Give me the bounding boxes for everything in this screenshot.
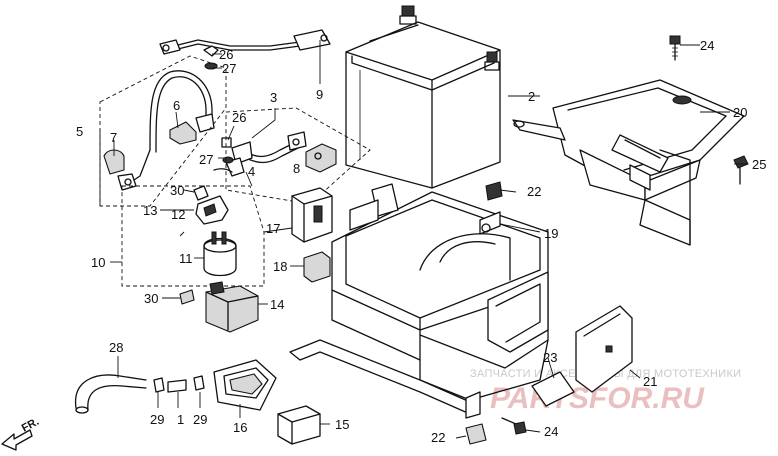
label-27-middle: 27	[199, 152, 213, 167]
label-18: 18	[273, 259, 287, 274]
battery-bracket-16	[213, 359, 277, 411]
battery	[345, 5, 501, 189]
label-11: 11	[179, 251, 193, 266]
label-14: 14	[270, 297, 284, 312]
fuse-cover-15	[277, 405, 321, 445]
label-15: 15	[335, 417, 349, 432]
label-29-left: 29	[150, 412, 164, 427]
group-outline-10	[121, 185, 265, 287]
relay-cover	[205, 281, 259, 333]
label-6: 6	[173, 98, 180, 113]
label-17: 17	[266, 221, 280, 236]
fuse-holder	[303, 251, 331, 283]
label-26-middle: 26	[232, 110, 246, 125]
part-labels: 1 2 3 4 5 6 7 8 9 10 11 12 13 14 15 16 1…	[76, 38, 766, 445]
bolt-26-27	[203, 45, 219, 70]
starter-relay-switch	[193, 185, 237, 277]
front-label: FR.	[20, 416, 41, 435]
starter-cable	[103, 70, 215, 191]
battery-box	[289, 183, 549, 419]
pad-23	[531, 371, 575, 407]
label-30-bottom: 30	[144, 291, 158, 306]
label-23: 23	[543, 350, 557, 365]
label-3: 3	[270, 90, 277, 105]
label-21: 21	[643, 374, 657, 389]
label-22-bottom: 22	[431, 430, 445, 445]
label-12: 12	[171, 207, 185, 222]
label-9: 9	[316, 87, 323, 102]
label-25: 25	[752, 157, 766, 172]
label-7: 7	[110, 130, 117, 145]
starter-relay-cable	[213, 131, 307, 177]
label-1: 1	[177, 412, 184, 427]
bolt-24-top	[669, 35, 681, 61]
front-direction-arrow: FR.	[1, 416, 41, 451]
label-2: 2	[528, 89, 535, 104]
label-5: 5	[76, 124, 83, 139]
label-24-bottom: 24	[544, 424, 558, 439]
ground-cable-8	[305, 143, 337, 173]
label-30-top: 30	[170, 183, 184, 198]
positive-cable	[159, 29, 331, 55]
label-27-top: 27	[222, 61, 236, 76]
clip-22-top	[485, 181, 503, 201]
bolt-24-bottom	[501, 417, 527, 435]
breather-tube	[75, 374, 205, 414]
clip-30	[179, 289, 195, 305]
leader-lines	[99, 40, 748, 439]
plate-21	[575, 305, 633, 393]
label-4: 4	[248, 164, 255, 179]
label-13: 13	[143, 203, 157, 218]
group-outline-5	[99, 55, 227, 207]
label-10: 10	[91, 255, 105, 270]
label-26-top: 26	[219, 47, 233, 62]
label-16: 16	[233, 420, 247, 435]
label-24-top: 24	[700, 38, 714, 53]
label-29-right: 29	[193, 412, 207, 427]
bolt-25	[733, 155, 749, 185]
label-20: 20	[733, 105, 747, 120]
battery-holder-bracket	[512, 79, 745, 246]
fuse-box	[291, 187, 333, 243]
label-8: 8	[293, 161, 300, 176]
label-28: 28	[109, 340, 123, 355]
bolt-26-27-middle	[221, 137, 234, 164]
clip-22-bottom	[465, 423, 487, 445]
label-19: 19	[544, 226, 558, 241]
group-outline-3	[225, 107, 371, 205]
label-22-top: 22	[527, 184, 541, 199]
